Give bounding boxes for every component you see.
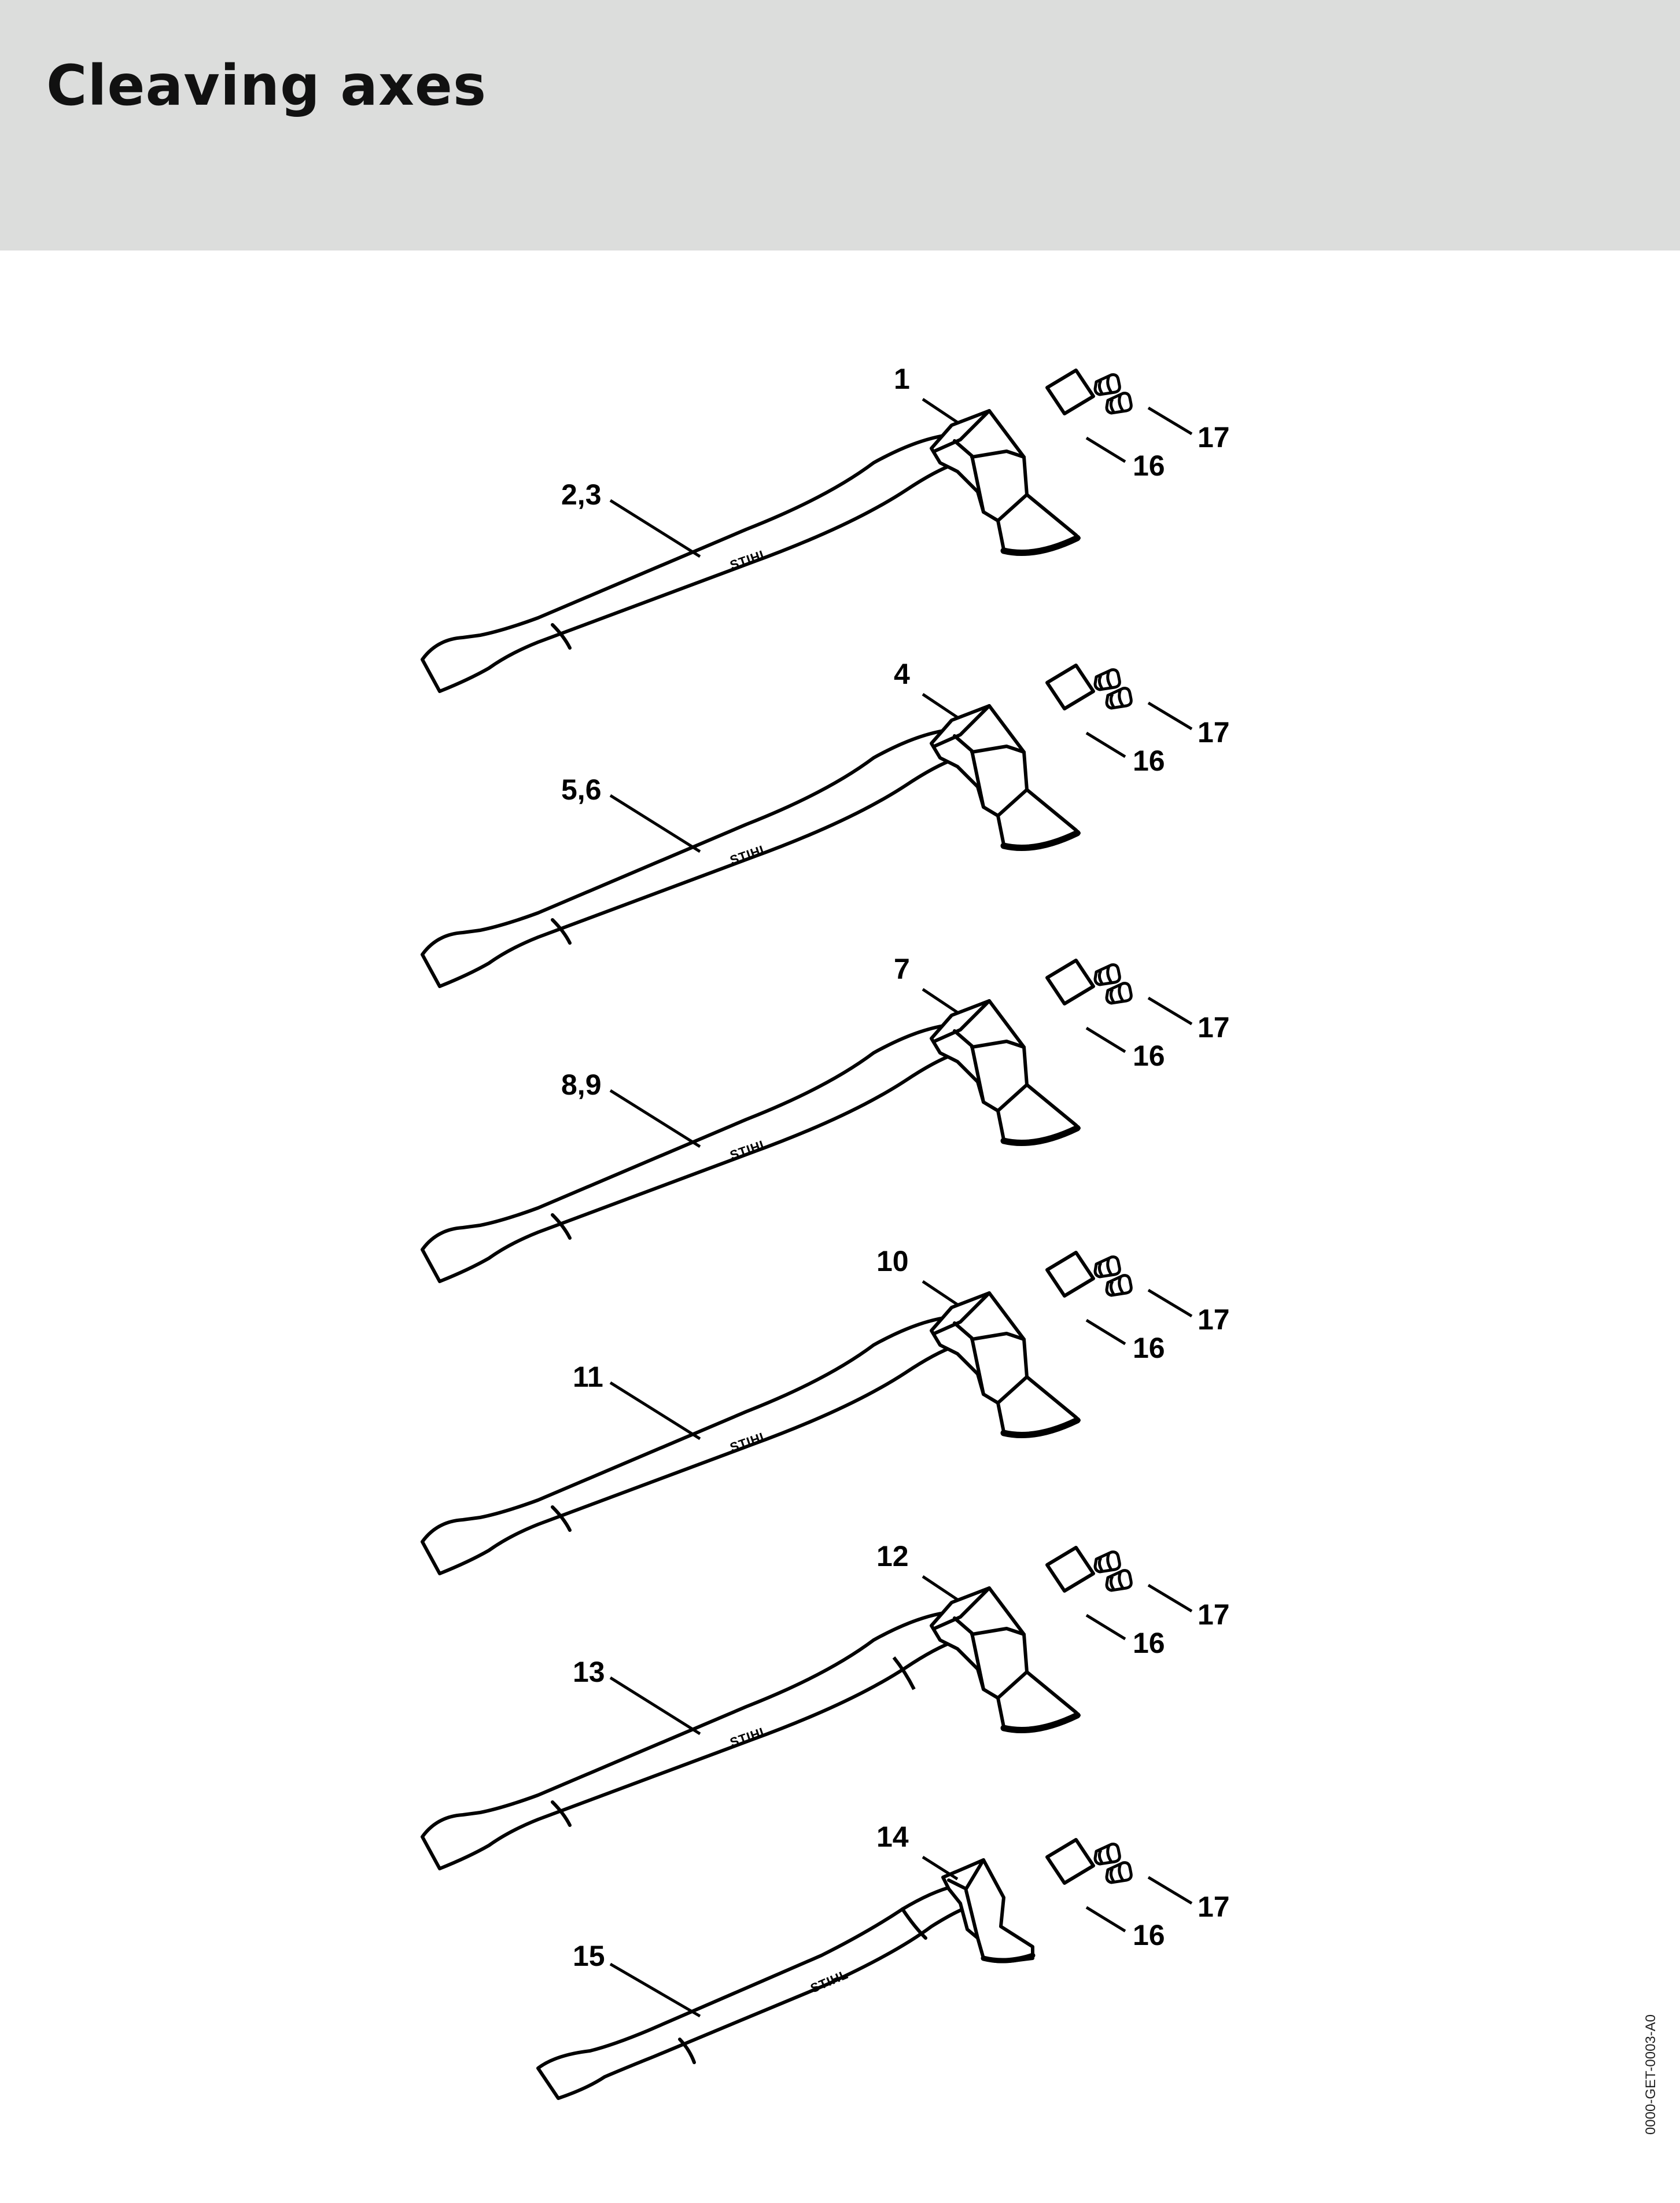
leader-line-handle-6 [609,1962,701,2018]
callout-pins-3: 17 [1198,1011,1230,1044]
callout-handle-6: 15 [573,1940,605,1972]
leader-line-wedge-5 [1085,1613,1126,1641]
leader-line-handle-5 [609,1676,701,1736]
leader-line-pins-6 [1147,1876,1193,1905]
callout-wedge-3: 16 [1133,1040,1165,1072]
axe-assembly-2: STIHL 4 5,6 16 17 [422,658,1230,986]
pin-part-17a [1095,670,1119,690]
callout-wedge-5: 16 [1133,1627,1165,1659]
handle-joint-line-5 [892,1656,916,1690]
axe-assembly-1: STIHL 1 2,3 16 17 [422,363,1230,691]
header-band [0,0,1680,250]
wedge-part-16 [1047,1840,1093,1883]
axe-illustration-6 [538,1860,1033,2098]
leader-line-head-3 [922,988,959,1014]
pin-part-17b [1107,1276,1131,1295]
drawing-code: 0000-GET-0003-A0 [1643,2014,1659,2135]
leader-line-head-1 [922,397,959,424]
page-title: Cleaving axes [46,53,487,118]
axe-assembly-4: STIHL 10 11 16 17 [422,1245,1230,1574]
pin-part-17a [1095,965,1119,985]
pin-part-17a [1095,375,1119,395]
leader-line-wedge-1 [1085,436,1126,463]
callout-head-4: 10 [876,1245,909,1277]
leader-line-handle-3 [609,1089,701,1148]
callout-handle-3: 8,9 [561,1069,602,1101]
axe-assembly-6: STIHL 14 15 16 17 [538,1821,1230,2098]
leader-line-pins-2 [1147,701,1193,731]
leader-line-head-2 [922,692,959,719]
callout-wedge-4: 16 [1133,1332,1165,1364]
callout-head-5: 12 [876,1540,909,1572]
callout-head-3: 7 [894,953,910,985]
wedge-part-16 [1047,1548,1093,1591]
callout-head-6: 14 [876,1821,909,1853]
pin-part-17a [1095,1257,1119,1277]
leader-line-wedge-2 [1085,731,1126,758]
pin-part-17a [1095,1844,1119,1864]
callout-handle-5: 13 [573,1656,605,1688]
callout-pins-4: 17 [1198,1303,1230,1336]
callout-wedge-6: 16 [1133,1919,1165,1951]
callout-handle-4: 11 [573,1361,603,1393]
pin-part-17b [1107,1863,1131,1883]
callout-wedge-1: 16 [1133,450,1165,482]
leader-line-pins-4 [1147,1288,1193,1318]
pin-part-17b [1107,1571,1131,1590]
leader-line-head-4 [922,1280,959,1306]
pin-part-17b [1107,688,1131,708]
callout-pins-5: 17 [1198,1598,1230,1631]
wedge-part-16 [1047,960,1093,1004]
leader-line-pins-3 [1147,996,1193,1026]
callout-handle-2: 5,6 [561,773,602,806]
leader-line-handle-2 [609,794,701,853]
callout-pins-1: 17 [1198,421,1230,454]
callout-head-1: 1 [894,363,910,395]
wedge-part-16 [1047,370,1093,414]
callout-pins-6: 17 [1198,1891,1230,1923]
wedge-part-16 [1047,1252,1093,1296]
leader-line-wedge-4 [1085,1318,1126,1346]
leader-line-head-6 [922,1855,959,1881]
wedge-part-16 [1047,665,1093,709]
callout-wedge-2: 16 [1133,745,1165,777]
axe-assembly-3: STIHL 7 8,9 16 17 [422,953,1230,1281]
leader-line-wedge-3 [1085,1026,1126,1053]
pin-part-17a [1095,1552,1119,1572]
leader-line-handle-1 [609,499,701,558]
leader-line-head-5 [922,1575,959,1601]
leader-line-handle-4 [609,1381,701,1441]
callout-head-2: 4 [894,658,910,690]
leader-line-pins-5 [1147,1583,1193,1613]
callout-pins-2: 17 [1198,716,1230,749]
pin-part-17b [1107,393,1131,413]
axe-assembly-5: STIHL 12 13 16 17 [422,1540,1230,1869]
leader-line-pins-1 [1147,406,1193,436]
leader-line-wedge-6 [1085,1906,1126,1933]
pin-part-17b [1107,983,1131,1003]
callout-handle-1: 2,3 [561,478,602,511]
